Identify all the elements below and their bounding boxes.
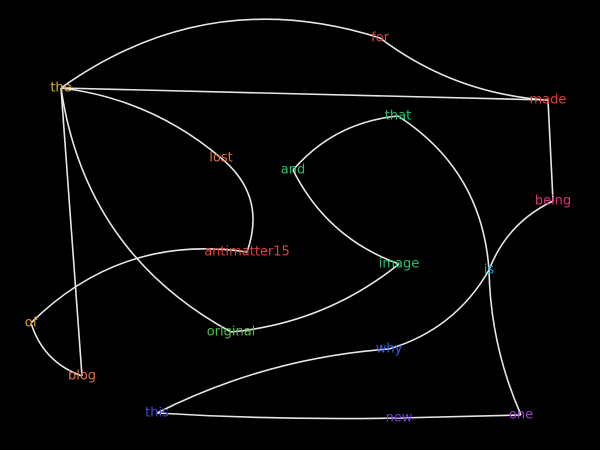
edge-this-new: [156, 412, 400, 420]
node-this[interactable]: this: [145, 406, 169, 421]
edge-that-is: [397, 115, 490, 271]
node-that[interactable]: that: [385, 109, 411, 124]
node-being[interactable]: being: [535, 194, 571, 209]
nodes: for the made that lost and being antimatter15 im…: [25, 31, 571, 426]
edge-why-this: [156, 348, 390, 414]
edge-the-made: [60, 87, 549, 101]
node-image[interactable]: image: [379, 257, 420, 272]
node-lost[interactable]: lost: [209, 151, 232, 166]
edge-for-made: [379, 37, 549, 101]
edge-and-that: [292, 115, 399, 171]
node-new[interactable]: new: [386, 411, 413, 426]
node-made[interactable]: made: [530, 93, 567, 108]
edge-and-image: [292, 169, 400, 265]
edge-the-blog: [60, 87, 83, 377]
node-blog[interactable]: blog: [68, 369, 96, 384]
edge-is-one: [488, 269, 522, 416]
node-why[interactable]: why: [376, 342, 403, 357]
node-antimatter15[interactable]: antimatter15: [204, 245, 290, 260]
node-the[interactable]: the: [50, 81, 71, 96]
edge-antimatter15-of: [30, 248, 248, 324]
edge-made-being: [547, 99, 554, 202]
edge-of-blog: [30, 322, 83, 377]
node-of[interactable]: of: [25, 316, 38, 331]
edge-is-why: [388, 269, 490, 350]
node-one[interactable]: one: [509, 408, 533, 423]
edge-new-one: [398, 414, 522, 419]
edge-the-for: [60, 18, 381, 89]
edge-the-original: [60, 87, 232, 333]
edge-being-is: [488, 200, 554, 271]
node-for[interactable]: for: [371, 31, 390, 46]
edge-the-lost: [60, 87, 222, 159]
edge-original-image: [230, 263, 400, 333]
node-original[interactable]: original: [207, 325, 256, 340]
edges: [30, 18, 554, 420]
node-is[interactable]: is: [484, 263, 495, 278]
edge-lost-antimatter15: [220, 157, 254, 253]
node-and[interactable]: and: [281, 163, 305, 178]
